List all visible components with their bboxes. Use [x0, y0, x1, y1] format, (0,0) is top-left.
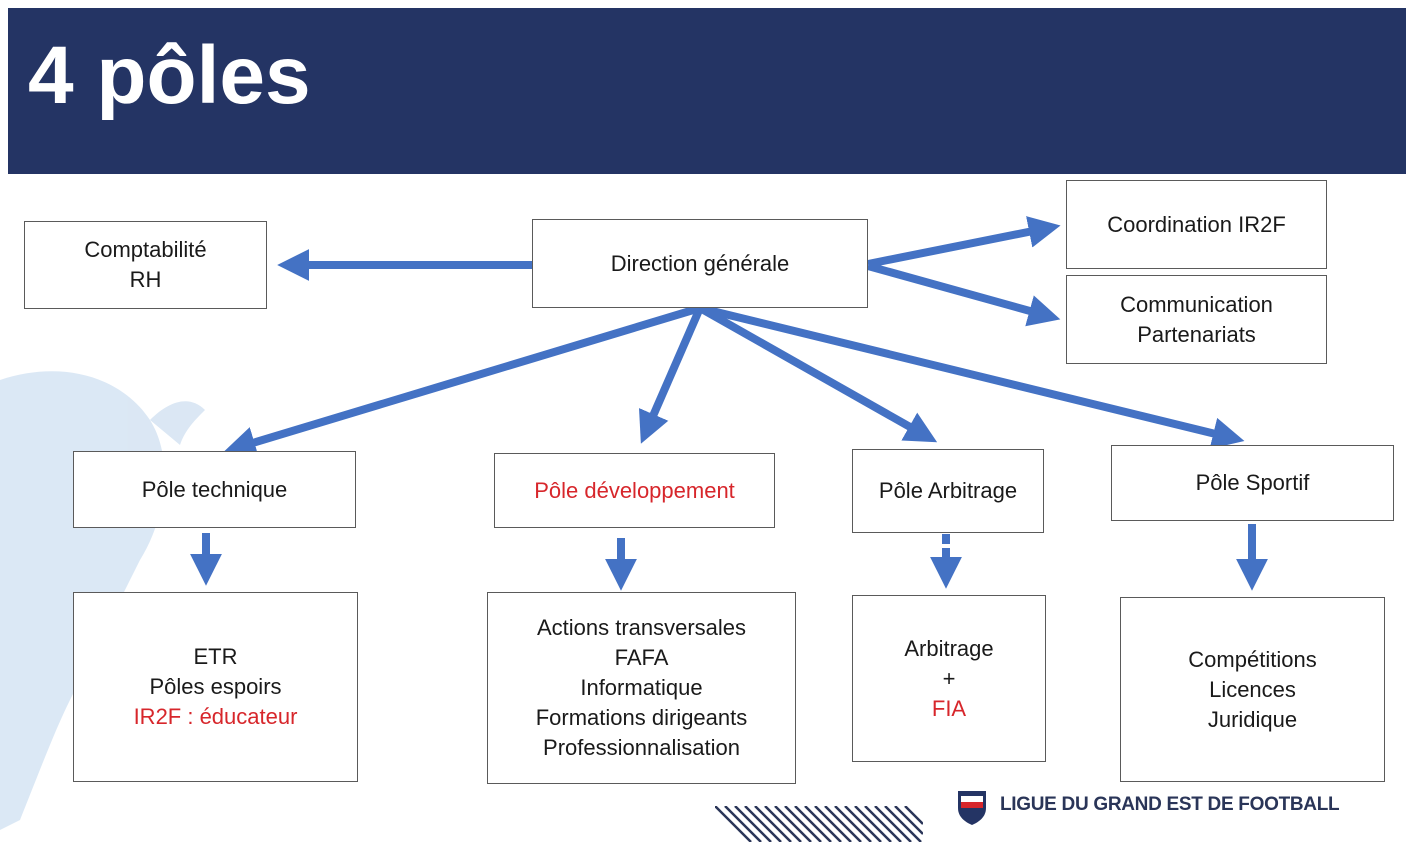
fff-shield-icon	[958, 791, 986, 825]
box-line: Professionnalisation	[543, 735, 740, 760]
box-line: Informatique	[580, 675, 703, 700]
box-line: +	[942, 665, 956, 691]
box-line: Pôles espoirs	[149, 674, 282, 699]
box-line: FAFA	[614, 645, 669, 670]
box-line: Pôle développement	[534, 477, 735, 503]
arrow-to-coordination	[867, 216, 1061, 268]
box-comptabilite-rh: Comptabilité RH	[24, 221, 267, 309]
organization-name: LIGUE DU GRAND EST DE FOOTBALL	[1000, 794, 1340, 815]
box-line: Partenariats	[1137, 321, 1256, 347]
box-pole-technique: Pôle technique	[73, 451, 356, 528]
box-line: IR2F : éducateur	[133, 704, 298, 729]
box-line: FIA	[931, 695, 967, 721]
box-communication-partenariats: Communication Partenariats	[1066, 275, 1327, 364]
box-line: RH	[129, 267, 162, 292]
hatch-pattern-icon	[715, 806, 923, 842]
box-pole-sportif: Pôle Sportif	[1111, 445, 1394, 521]
box-line: Pôle Sportif	[1195, 470, 1310, 495]
box-sportif-details: Compétitions Licences Juridique	[1120, 597, 1385, 782]
box-line: Coordination IR2F	[1107, 211, 1286, 237]
box-direction-generale: Direction générale	[532, 219, 868, 308]
box-line: ETR	[193, 644, 238, 669]
box-line: Pôle technique	[141, 476, 288, 502]
box-line: Comptabilité	[84, 237, 207, 262]
box-technique-details: ETR Pôles espoirs IR2F : éducateur	[73, 592, 358, 782]
arrow-to-pole-technique	[223, 304, 702, 458]
box-developpement-details: Actions transversales FAFA Informatique …	[487, 592, 796, 784]
box-line: Compétitions	[1188, 646, 1317, 672]
box-line: Pôle Arbitrage	[878, 478, 1018, 503]
box-line: Formations dirigeants	[535, 705, 748, 730]
box-line: Arbitrage	[904, 635, 994, 661]
box-line: Communication	[1120, 291, 1273, 317]
box-line: Juridique	[1207, 706, 1298, 732]
box-pole-arbitrage: Pôle Arbitrage	[852, 449, 1044, 533]
box-pole-developpement: Pôle développement	[494, 453, 775, 528]
title-banner	[8, 8, 1406, 174]
box-arbitrage-details: Arbitrage + FIA	[852, 595, 1046, 762]
box-line: Direction générale	[610, 250, 790, 276]
box-line: Actions transversales	[536, 615, 747, 640]
box-line: Licences	[1209, 676, 1296, 702]
page-title: 4 pôles	[28, 30, 311, 121]
arrow-to-pole-developpement	[638, 306, 704, 444]
arrow-to-pole-arbitrage	[698, 304, 938, 443]
arrow-to-communication	[866, 262, 1061, 327]
box-coordination-ir2f: Coordination IR2F	[1066, 180, 1327, 269]
